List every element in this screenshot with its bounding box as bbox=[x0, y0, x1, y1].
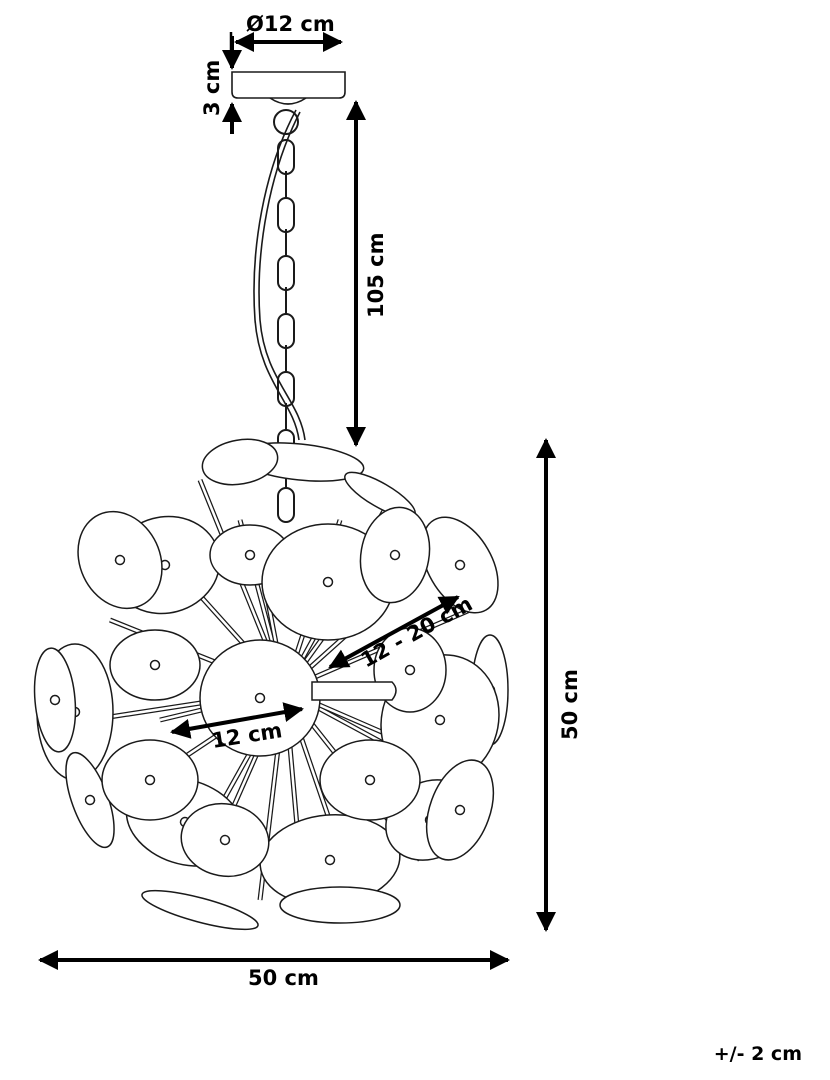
disc-bolt bbox=[84, 794, 96, 806]
total-height-label: 50 cm bbox=[558, 669, 582, 740]
glass-disc bbox=[109, 629, 201, 701]
glass-disc bbox=[201, 438, 279, 486]
chain-link bbox=[277, 197, 295, 233]
canopy-height-label: 3 cm bbox=[200, 60, 224, 116]
disc-bolt bbox=[454, 804, 466, 816]
chain-link bbox=[277, 255, 295, 291]
dimension-arrows bbox=[38, 32, 556, 970]
glass-disc bbox=[359, 506, 431, 604]
disc-rim bbox=[141, 889, 259, 931]
disc-diameter-arrow bbox=[170, 702, 304, 739]
disc-bolt bbox=[322, 576, 334, 588]
total-width-label: 50 cm bbox=[248, 966, 319, 990]
disc-rim bbox=[201, 438, 279, 486]
light-socket bbox=[311, 681, 397, 701]
disc-bolt bbox=[389, 549, 401, 561]
glass-disc bbox=[180, 802, 270, 878]
glass-disc bbox=[33, 647, 77, 753]
canopy-diameter-label: Ø12 cm bbox=[246, 12, 335, 36]
disc-range-arrow bbox=[328, 595, 460, 669]
disc-bolt bbox=[49, 694, 61, 706]
disc-bolt bbox=[254, 692, 266, 704]
disc-bolt bbox=[114, 554, 126, 566]
ceiling-canopy bbox=[231, 71, 346, 105]
glass-disc bbox=[101, 739, 199, 821]
disc-bolt bbox=[219, 834, 231, 846]
glass-disc bbox=[425, 759, 495, 861]
glass-disc bbox=[421, 516, 499, 614]
disc-bolt bbox=[434, 714, 446, 726]
chain-link bbox=[277, 313, 295, 349]
disc-bolt bbox=[364, 774, 376, 786]
glass-disc bbox=[141, 889, 259, 931]
glass-disc bbox=[279, 886, 401, 924]
chain-link bbox=[277, 371, 295, 407]
power-cord-inner bbox=[253, 109, 300, 441]
tolerance-note: +/- 2 cm bbox=[713, 1043, 802, 1065]
disc-bolt bbox=[454, 559, 466, 571]
power-cord bbox=[258, 111, 306, 441]
glass-disc bbox=[77, 510, 163, 610]
disc-bolt bbox=[324, 854, 336, 866]
disc-rim bbox=[279, 886, 401, 924]
disc-bolt bbox=[244, 549, 256, 561]
chain-length-label: 105 cm bbox=[364, 233, 388, 318]
disc-bolt bbox=[144, 774, 156, 786]
glass-disc bbox=[319, 739, 421, 821]
chain-ring bbox=[273, 109, 299, 135]
disc-bolt bbox=[404, 664, 416, 676]
disc-sphere bbox=[33, 438, 509, 931]
disc-bolt bbox=[149, 659, 161, 671]
chain-link bbox=[277, 487, 295, 523]
glass-disc bbox=[65, 751, 115, 849]
